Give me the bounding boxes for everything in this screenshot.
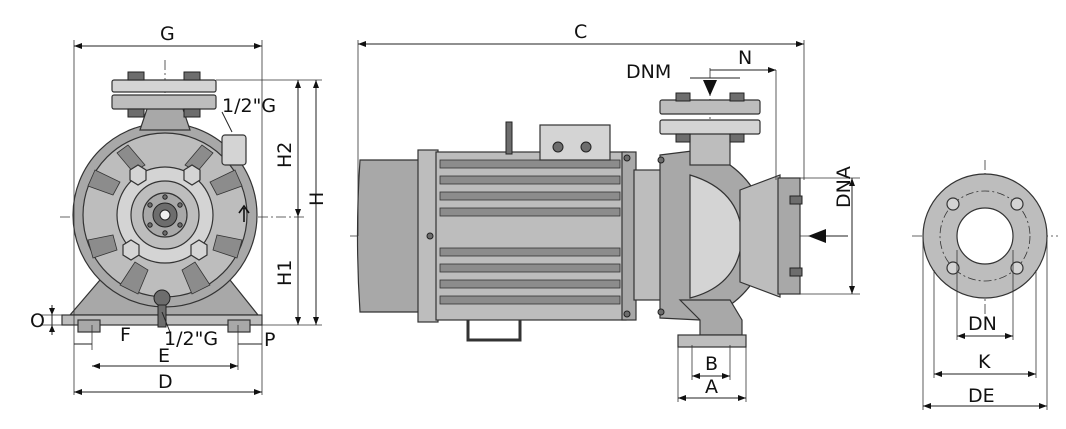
flange-view bbox=[912, 160, 1058, 410]
label-P: P bbox=[264, 329, 275, 351]
label-DNM: DNM bbox=[626, 61, 671, 83]
label-half-inch-top: 1/2"G bbox=[222, 95, 276, 117]
label-A: A bbox=[705, 376, 718, 398]
label-H: H bbox=[306, 192, 328, 206]
label-E: E bbox=[158, 345, 170, 367]
label-C: C bbox=[574, 21, 587, 43]
label-H2: H2 bbox=[274, 142, 296, 168]
label-O: O bbox=[30, 310, 45, 332]
label-DE: DE bbox=[968, 385, 995, 407]
label-F: F bbox=[120, 324, 131, 346]
label-DN: DN bbox=[968, 313, 997, 335]
label-DNA: DNA bbox=[833, 166, 855, 208]
side-view bbox=[350, 40, 860, 402]
label-H1: H1 bbox=[274, 260, 296, 286]
front-view bbox=[40, 40, 322, 395]
label-G: G bbox=[160, 23, 175, 45]
label-half-inch-bottom: 1/2"G bbox=[164, 328, 218, 350]
label-B: B bbox=[705, 353, 718, 375]
label-K: K bbox=[978, 351, 991, 373]
label-N: N bbox=[738, 47, 752, 69]
label-D: D bbox=[158, 371, 173, 393]
